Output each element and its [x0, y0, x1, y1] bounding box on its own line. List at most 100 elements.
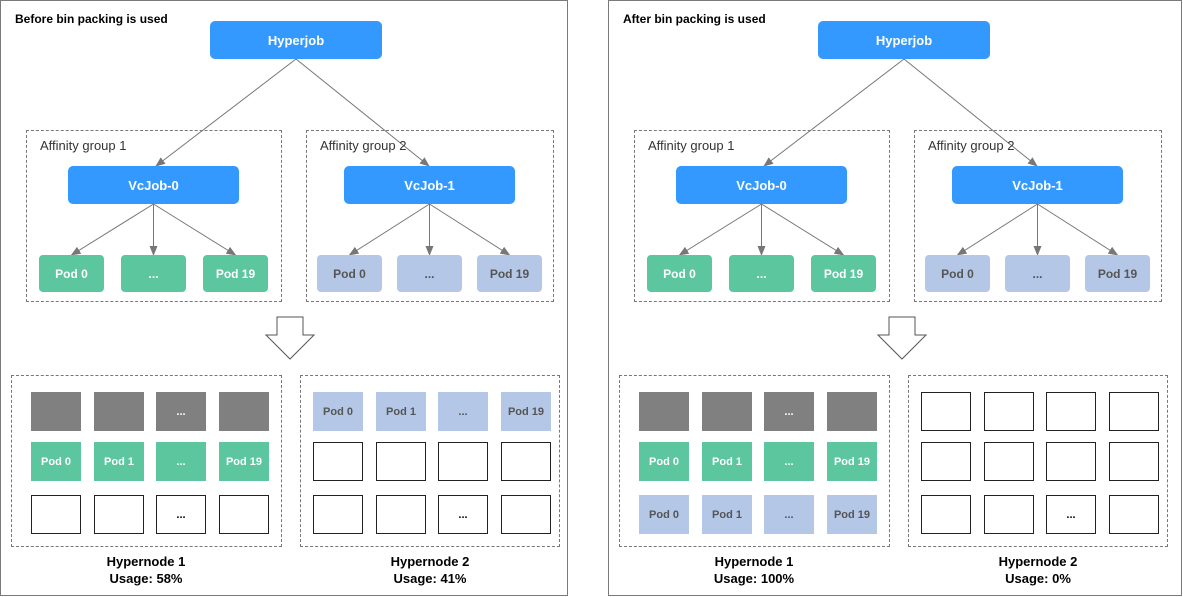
hypernode-slot	[1046, 392, 1096, 431]
hypernode-slot: Pod 19	[219, 442, 269, 481]
pod-box: ...	[121, 255, 186, 292]
pod-box: Pod 0	[647, 255, 712, 292]
arrow-hyperjob-to-vcjob-1	[295, 58, 430, 167]
hypernode-slot	[984, 495, 1034, 534]
panel-title: Before bin packing is used	[15, 12, 168, 26]
hyperjob-box: Hyperjob	[210, 21, 382, 59]
pod-box: Pod 19	[477, 255, 542, 292]
hypernode-slot	[94, 392, 144, 431]
pod-box: Pod 19	[811, 255, 876, 292]
pod-box: Pod 0	[39, 255, 104, 292]
hypernode-slot	[31, 392, 81, 431]
hypernode-caption: Hypernode 1 Usage: 58%	[46, 553, 246, 587]
hypernode-slot: Pod 1	[376, 392, 426, 431]
connector-lines	[678, 58, 1119, 360]
hypernode-name: Hypernode 1	[106, 554, 186, 569]
pod-box: Pod 0	[925, 255, 990, 292]
hypernode-slot	[501, 495, 551, 534]
hypernode-1: ... Pod 0 Pod 1... Pod 19...	[11, 375, 282, 547]
hypernode-slot: Pod 1	[702, 495, 752, 534]
affinity-group-label: Affinity group 1	[648, 138, 735, 153]
hypernode-slot	[438, 442, 488, 481]
hypernode-slot	[1109, 495, 1159, 534]
hypernode-slot	[1109, 442, 1159, 481]
hypernode-slot: ...	[764, 392, 814, 431]
hypernode-slot: Pod 1	[702, 442, 752, 481]
arrow-vcjob-1-to-pod-0	[348, 203, 430, 256]
hypernode-usage: Usage: 100%	[713, 571, 795, 586]
hypernode-slot: ...	[156, 495, 206, 534]
hypernode-slot	[921, 442, 971, 481]
connector-lines	[70, 58, 511, 360]
hypernode-slot	[501, 442, 551, 481]
hypernode-slot: Pod 0	[31, 442, 81, 481]
hypernode-usage: Usage: 58%	[109, 571, 183, 586]
affinity-group-2: Affinity group 2	[914, 130, 1162, 302]
hypernode-caption: Hypernode 2 Usage: 0%	[938, 553, 1138, 587]
vcjob-box-1: VcJob-1	[344, 166, 515, 204]
hypernode-slot: Pod 19	[827, 442, 877, 481]
hyperjob-box: Hyperjob	[818, 21, 990, 59]
hypernode-slot	[313, 495, 363, 534]
hypernode-slot: Pod 0	[639, 495, 689, 534]
hypernode-slot	[702, 392, 752, 431]
hypernode-slot	[31, 495, 81, 534]
hypernode-slot: Pod 1	[94, 442, 144, 481]
hypernode-slot: Pod 0	[313, 392, 363, 431]
arrow-vcjob-0-to-pod-2	[761, 203, 845, 256]
pod-box: ...	[729, 255, 794, 292]
hypernode-slot: ...	[156, 392, 206, 431]
arrow-vcjob-0-to-pod-0	[70, 203, 154, 256]
hypernode-slot	[219, 495, 269, 534]
arrow-vcjob-1-to-pod-2	[429, 203, 511, 256]
hypernode-slot: ...	[764, 495, 814, 534]
hypernode-slot	[984, 392, 1034, 431]
hypernode-usage: Usage: 0%	[1005, 571, 1071, 586]
affinity-group-1: Affinity group 1	[634, 130, 890, 302]
arrow-vcjob-0-to-pod-2	[153, 203, 237, 256]
vcjob-box-1: VcJob-1	[952, 166, 1123, 204]
hypernode-slot	[219, 392, 269, 431]
hypernode-slot	[376, 495, 426, 534]
hypernode-1: ... Pod 0 Pod 1... Pod 19 Pod 0 Pod 1... Pod 1…	[619, 375, 890, 547]
arrow-vcjob-1-to-pod-2	[1037, 203, 1119, 256]
vcjob-box-0: VcJob-0	[676, 166, 847, 204]
hypernode-2: ...	[908, 375, 1168, 547]
hypernode-slot: ...	[156, 442, 206, 481]
hypernode-slot	[639, 392, 689, 431]
affinity-group-label: Affinity group 2	[320, 138, 407, 153]
hypernode-name: Hypernode 2	[390, 554, 470, 569]
affinity-group-label: Affinity group 2	[928, 138, 1015, 153]
hypernode-2: Pod 0 Pod 1... Pod 19...	[300, 375, 560, 547]
arrow-hyperjob-to-vcjob-0	[763, 58, 905, 167]
arrow-hyperjob-to-vcjob-1	[903, 58, 1038, 167]
hypernode-slot: Pod 19	[501, 392, 551, 431]
pod-box: Pod 19	[203, 255, 268, 292]
arrow-vcjob-1-to-pod-0	[956, 203, 1038, 256]
pod-box: ...	[397, 255, 462, 292]
hypernode-slot	[1109, 392, 1159, 431]
affinity-group-label: Affinity group 1	[40, 138, 127, 153]
hypernode-slot: Pod 0	[639, 442, 689, 481]
pod-box: Pod 0	[317, 255, 382, 292]
affinity-group-1: Affinity group 1	[26, 130, 282, 302]
hypernode-slot	[921, 495, 971, 534]
panel-title: After bin packing is used	[623, 12, 766, 26]
hypernode-slot	[94, 495, 144, 534]
hypernode-slot: ...	[438, 495, 488, 534]
down-arrow-icon	[264, 316, 316, 360]
arrow-vcjob-0-to-pod-0	[678, 203, 762, 256]
hypernode-name: Hypernode 2	[998, 554, 1078, 569]
hypernode-slot	[984, 442, 1034, 481]
hypernode-slot	[313, 442, 363, 481]
hypernode-slot: ...	[438, 392, 488, 431]
arrow-hyperjob-to-vcjob-0	[155, 58, 297, 167]
affinity-group-2: Affinity group 2	[306, 130, 554, 302]
hypernode-slot: Pod 19	[827, 495, 877, 534]
hypernode-slot: ...	[764, 442, 814, 481]
hypernode-slot	[1046, 442, 1096, 481]
